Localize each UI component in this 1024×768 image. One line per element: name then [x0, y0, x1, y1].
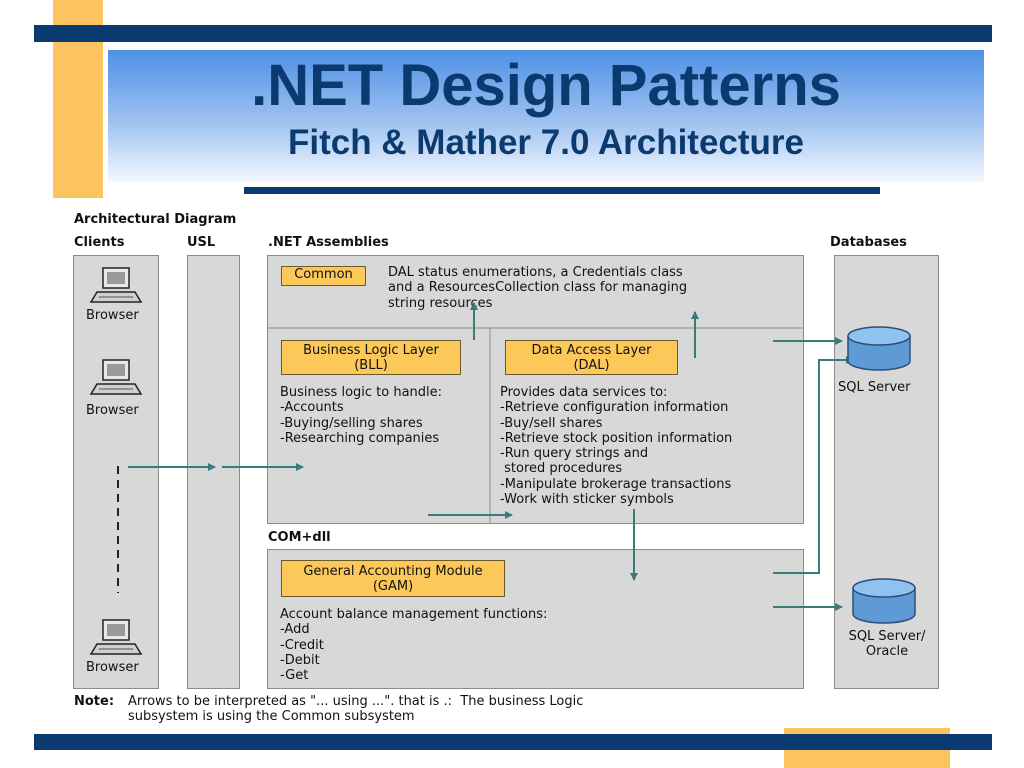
browser-label-1: Browser: [86, 308, 139, 323]
computer-icon: [89, 619, 143, 655]
computer-icon: [89, 359, 143, 395]
architecture-diagram: Architectural Diagram Clients USL .NET A…: [70, 208, 950, 728]
gam-box: General Accounting Module (GAM): [281, 560, 505, 597]
browser-client-2: Browser: [83, 358, 153, 418]
dal-description: Provides data services to: -Retrieve con…: [500, 385, 733, 508]
sql-oracle-label: SQL Server/ Oracle: [848, 629, 926, 660]
diagram-heading: Architectural Diagram: [74, 212, 237, 227]
note-text-content: Arrows to be interpreted as "... using .…: [128, 694, 584, 724]
browser-label-2: Browser: [86, 403, 139, 418]
title-underline: [244, 187, 880, 194]
assemblies-panel: [267, 255, 804, 524]
databases-header: Databases: [830, 235, 907, 250]
browser-client-3: Browser: [83, 618, 153, 676]
usl-column: [187, 255, 240, 689]
browser-client-1: Browser: [83, 266, 153, 324]
computer-icon: [89, 267, 143, 303]
dal-box: Data Access Layer (DAL): [505, 340, 678, 375]
database-icon-oracle: [852, 578, 916, 624]
usl-header: USL: [187, 235, 216, 250]
note-text: Arrows to be interpreted as "... using .…: [128, 694, 583, 724]
footer-rule: [34, 734, 992, 750]
database-icon-sqlserver: [847, 326, 911, 371]
assemblies-header: .NET Assemblies: [268, 235, 389, 250]
browser-label-3: Browser: [86, 660, 139, 675]
gam-description: Account balance management functions: -A…: [280, 607, 548, 684]
clients-header: Clients: [74, 235, 125, 250]
common-description: DAL status enumerations, a Credentials c…: [388, 265, 688, 311]
slide-subtitle: Fitch & Mather 7.0 Architecture: [287, 123, 805, 162]
arrow-gam-sqlserver: [773, 356, 854, 574]
slide-title: .NET Design Patterns: [251, 53, 841, 118]
title-banner: [108, 50, 984, 182]
com-header: COM+dll: [268, 530, 331, 545]
common-box: Common: [281, 266, 366, 286]
bll-description: Business logic to handle: -Accounts -Buy…: [280, 385, 443, 446]
header-rule: [34, 25, 992, 42]
note-label: Note:: [74, 694, 115, 709]
bll-box: Business Logic Layer (BLL): [281, 340, 461, 375]
sql-server-label: SQL Server: [838, 380, 911, 395]
clients-column: [73, 255, 159, 689]
connector-layer: [117, 302, 916, 624]
